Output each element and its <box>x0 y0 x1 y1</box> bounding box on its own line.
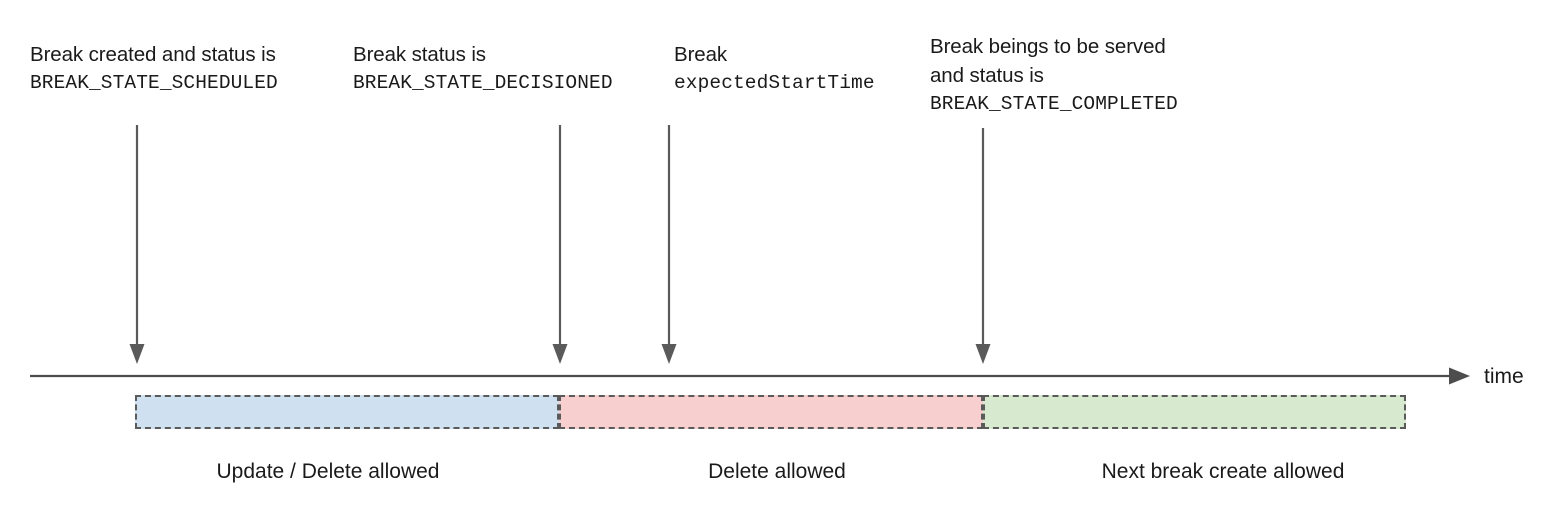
pointer-arrow-decisioned-icon <box>552 125 568 364</box>
annotation-line-constant: BREAK_STATE_COMPLETED <box>930 93 1178 115</box>
annotation-line-constant: BREAK_STATE_DECISIONED <box>353 72 613 94</box>
annotation-expected-start-time: Break expectedStartTime <box>674 40 875 98</box>
annotation-line: Break created and status is <box>30 43 276 66</box>
annotation-decisioned: Break status is BREAK_STATE_DECISIONED <box>353 40 613 98</box>
phase-caption-next-break-create: Next break create allowed <box>1101 460 1345 483</box>
phase-caption-update-delete: Update / Delete allowed <box>216 460 440 483</box>
phase-bar-delete <box>559 395 983 429</box>
annotation-line: Break beings to be served <box>930 35 1166 58</box>
phase-bar-next-break-create <box>983 395 1406 429</box>
pointer-arrow-completed-icon <box>975 128 991 364</box>
phase-bar-update-delete <box>135 395 559 429</box>
phase-caption-delete: Delete allowed <box>708 460 846 483</box>
annotation-line-field: expectedStartTime <box>674 72 875 94</box>
annotation-line: Break <box>674 43 728 66</box>
axis-label-time: time <box>1484 365 1524 388</box>
pointer-arrow-expected-start-time-icon <box>661 125 677 364</box>
annotation-completed: Break beings to be served and status is … <box>930 32 1178 119</box>
annotation-line: Break status is <box>353 43 486 66</box>
annotation-scheduled: Break created and status is BREAK_STATE_… <box>30 40 278 98</box>
pointer-arrow-scheduled-icon <box>129 125 145 364</box>
annotation-line-constant: BREAK_STATE_SCHEDULED <box>30 72 278 94</box>
annotation-line: and status is <box>930 64 1044 87</box>
